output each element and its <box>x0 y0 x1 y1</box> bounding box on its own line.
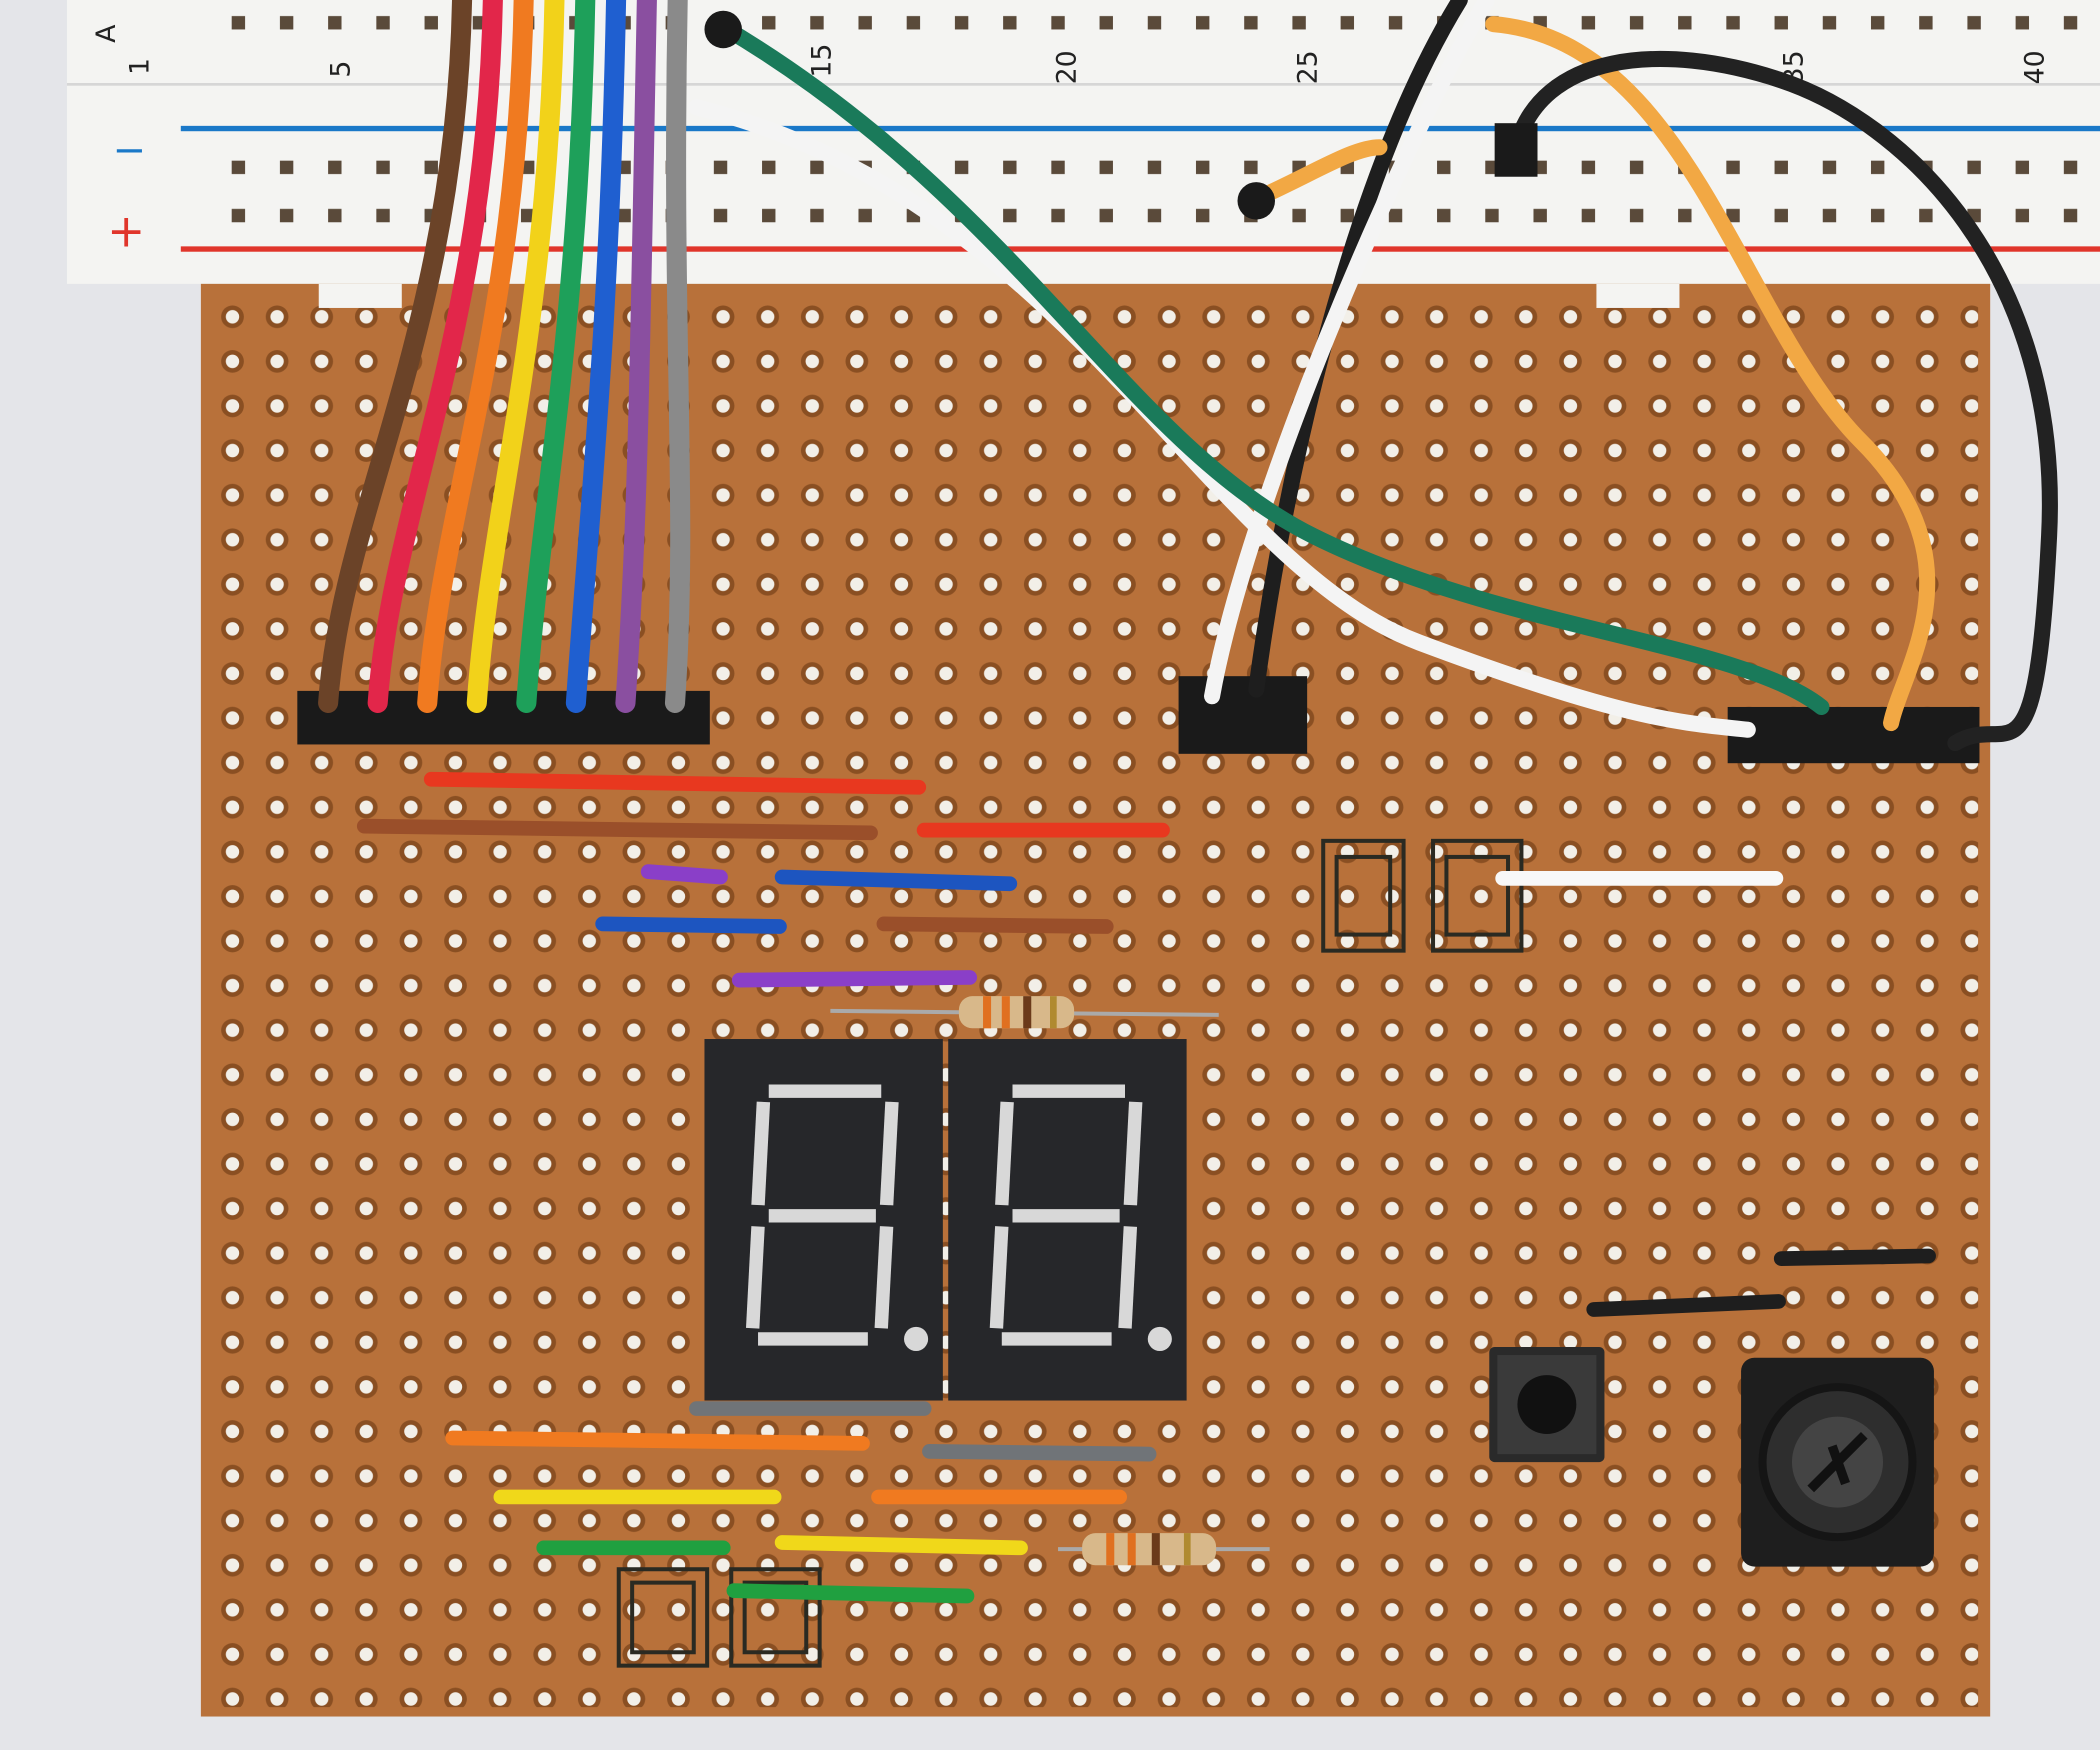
col-25: 25 <box>1293 50 1324 84</box>
silkscreen-ec-marks <box>616 838 1524 1668</box>
push-button[interactable] <box>1489 1346 1605 1463</box>
col-5: 5 <box>326 61 357 78</box>
digit-segments <box>989 1084 1143 1346</box>
ribbon-wire <box>367 0 503 713</box>
ribbon-wire <box>516 0 596 713</box>
flying-wires <box>688 0 2058 752</box>
decimal-point <box>904 1326 929 1351</box>
ribbon-wire <box>417 0 534 713</box>
ribbon-wire <box>565 0 627 713</box>
col-40: 40 <box>2020 50 2051 84</box>
col-20: 20 <box>1051 50 1082 84</box>
ribbon-wire <box>466 0 565 713</box>
ribbon-connector <box>297 690 710 745</box>
jumper-plug <box>1237 182 1275 220</box>
ribbon-wire <box>318 0 473 713</box>
decimal-point <box>1147 1326 1172 1351</box>
plus-rail-label: + <box>107 204 145 257</box>
ribbon-wire <box>664 0 691 713</box>
seven-segment-display <box>704 1039 1187 1401</box>
potentiometer[interactable] <box>1741 1357 1934 1567</box>
jumper-wires <box>356 771 1936 1604</box>
minus-rail-line <box>180 125 2100 132</box>
ribbon-wire <box>615 0 657 713</box>
minus-rail-label: − <box>113 127 147 173</box>
resistor <box>830 996 1219 1029</box>
digit-segments <box>745 1084 899 1346</box>
row-label: A <box>91 24 122 43</box>
jumper-plug <box>704 10 742 49</box>
plus-rail-line <box>180 246 2100 252</box>
col-15: 15 <box>806 44 837 78</box>
jumper-plug <box>1494 123 1538 177</box>
col-1: 1 <box>125 58 156 75</box>
header-connector <box>1727 706 1980 764</box>
breadboard: A 1 5 15 20 25 35 40 − + <box>66 0 2100 284</box>
header-connector <box>1178 676 1308 754</box>
ribbon-cable <box>318 0 691 713</box>
resistor <box>1058 1533 1270 1566</box>
